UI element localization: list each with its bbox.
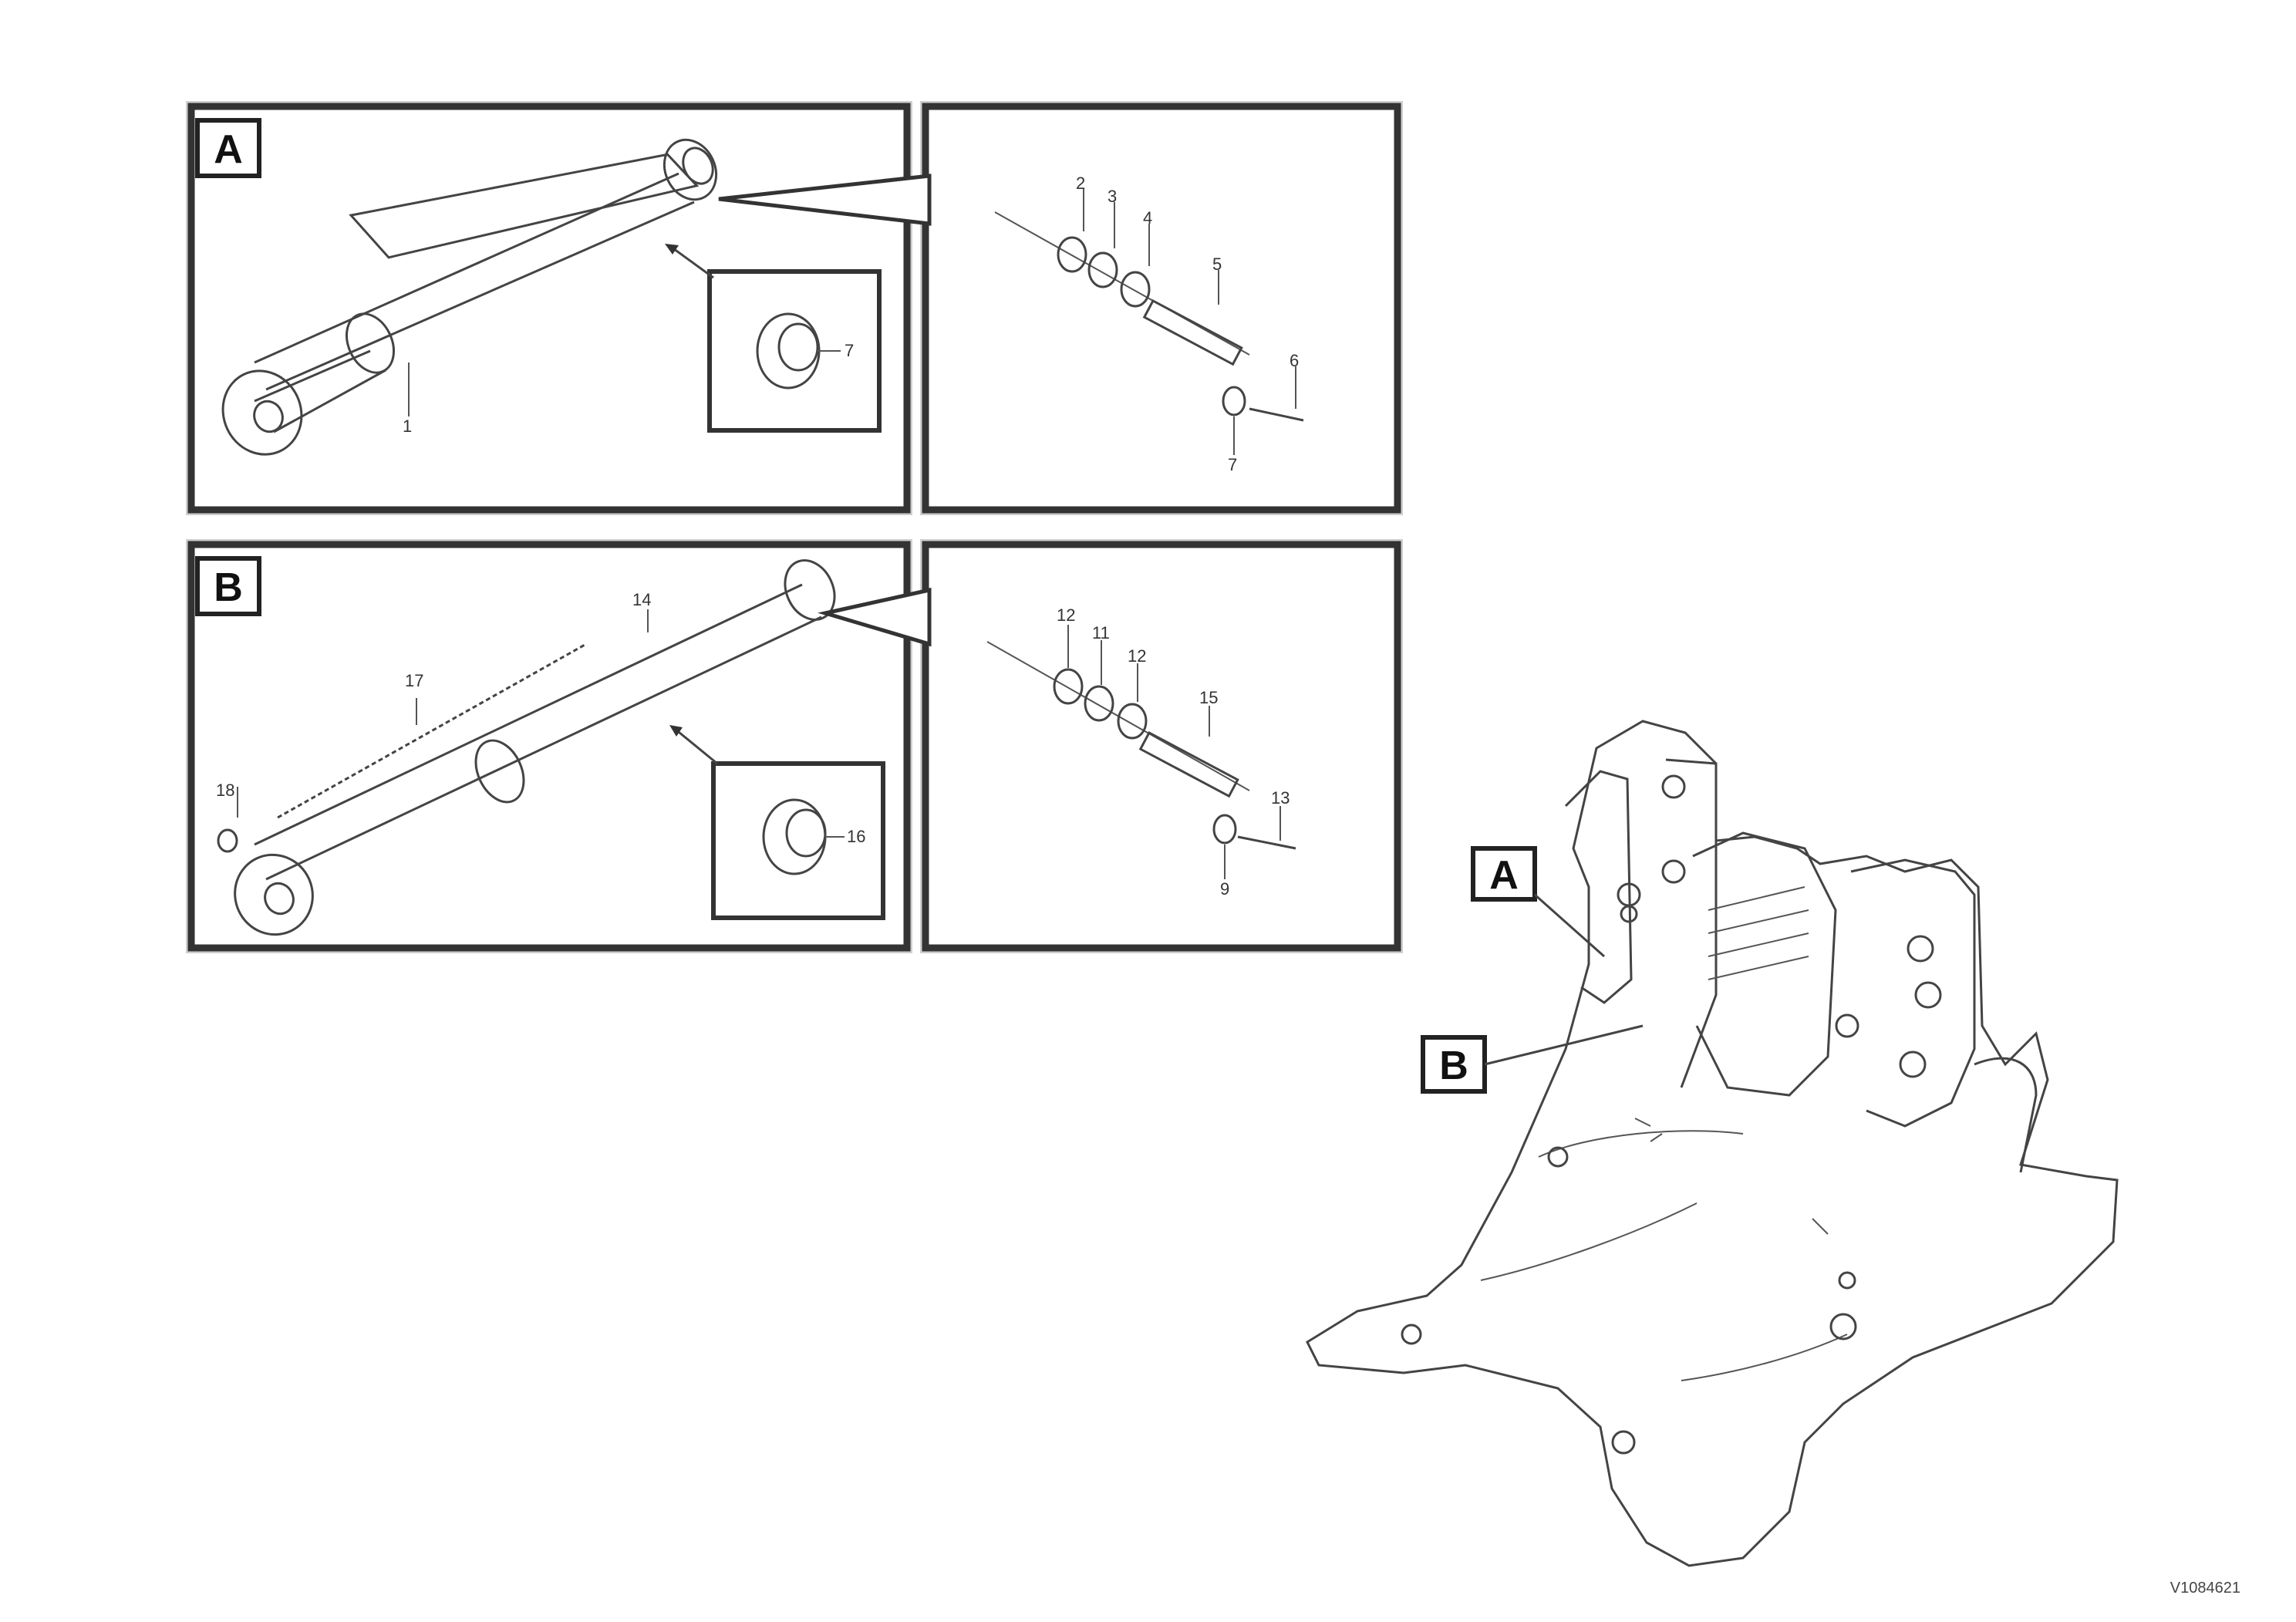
panel-b-part-label: 18: [216, 781, 234, 800]
panel-a-detail-inset: 7: [665, 244, 882, 433]
panel-b-hw-label: 12: [1128, 646, 1146, 666]
panel-a: A 1 7: [186, 101, 1403, 515]
panel-b-part-label: 14: [632, 590, 651, 609]
panel-a-hw-label: 7: [1228, 455, 1237, 474]
machine-callout-b-label: B: [1439, 1044, 1468, 1088]
panel-b-hardware: 12 11 12 15 13 9: [986, 605, 1296, 899]
panel-a-label: A: [214, 127, 243, 172]
panel-a-hw-label: 6: [1290, 351, 1299, 370]
panel-b-hw-label: 15: [1199, 688, 1218, 707]
machine-callout-a: A: [1471, 846, 1605, 958]
panel-a-detail-label: 7: [845, 341, 854, 360]
cylinder-a: 1: [221, 138, 718, 456]
panel-b-hw-label: 13: [1271, 788, 1290, 808]
panel-b-hw-label: 9: [1220, 879, 1229, 899]
panel-a-hw-label: 3: [1108, 187, 1117, 206]
machine-frame-illustration: A B: [1306, 720, 2119, 1567]
panel-b-detail-inset: 16: [669, 725, 885, 920]
drawing-id-text: V1084621: [2170, 1580, 2240, 1597]
panel-a-part-label: 1: [403, 416, 412, 436]
panel-a-right-frame: [922, 103, 1401, 514]
panel-b: B 14 17 18 16: [186, 539, 1403, 953]
panel-b-label-box: B: [195, 556, 261, 616]
drawing-id: V1084621: [2170, 1580, 2240, 1597]
panel-b-part-label: 17: [405, 671, 423, 690]
panel-a-connector: [718, 174, 932, 226]
panel-b-hw-label: 12: [1057, 605, 1075, 625]
machine-callout-a-label: A: [1489, 853, 1519, 898]
panel-a-hw-label: 4: [1143, 208, 1152, 228]
cylinder-b: 14 17 18: [216, 559, 836, 936]
panel-b-connector: [818, 587, 932, 647]
panel-a-hw-label: 5: [1212, 255, 1222, 274]
panel-b-label: B: [214, 565, 243, 610]
panel-a-hw-label: 2: [1076, 174, 1085, 193]
panel-b-right-frame: [922, 541, 1401, 952]
panel-a-label-box: A: [195, 118, 261, 178]
panel-a-hardware: 2 3 4 5 6 7: [994, 174, 1304, 474]
machine-callout-b: B: [1421, 1024, 1644, 1094]
panel-b-detail-label: 16: [847, 827, 865, 846]
panel-b-hw-label: 11: [1092, 623, 1110, 642]
